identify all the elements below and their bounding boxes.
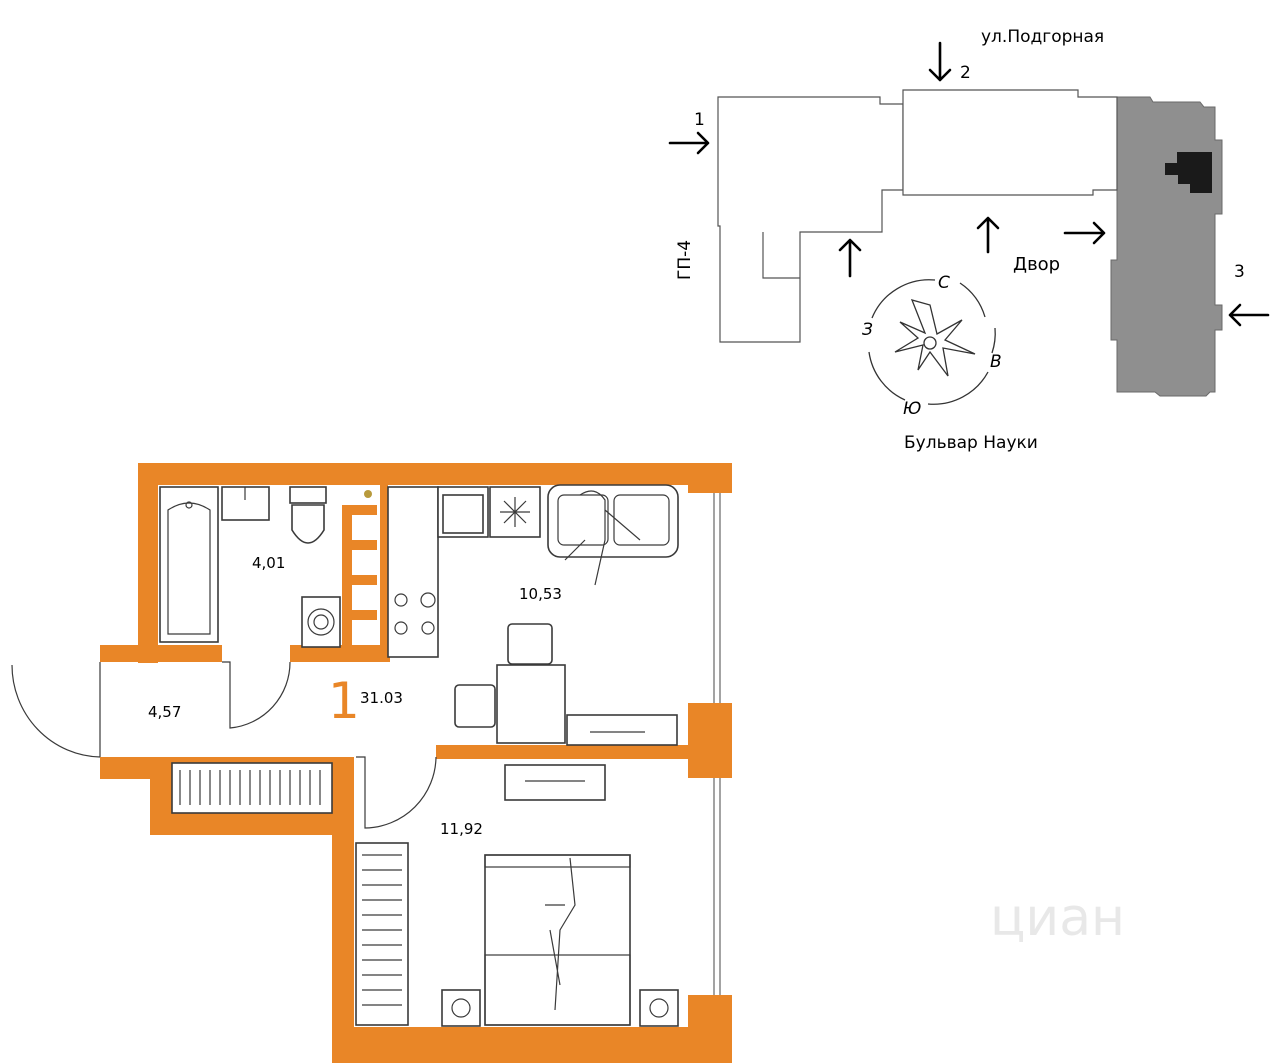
watermark: циан	[990, 888, 1125, 948]
hallway-area: 4,57	[148, 703, 181, 721]
entrance-label-2: 2	[960, 63, 971, 83]
washing-machine	[301, 596, 341, 648]
entrance-arrow-2	[928, 41, 952, 82]
wardrobe-bedroom	[355, 842, 409, 1026]
bedroom-area: 11,92	[440, 820, 483, 838]
yard-entrance-arrow-west	[838, 238, 862, 278]
compass-north: С	[938, 273, 950, 293]
windows	[713, 493, 721, 995]
total-area-label: 31.03	[360, 689, 403, 707]
apartment-plan: 4,01 4,57 10,53 11,92 1 31.03	[11, 463, 732, 1063]
gp4-building-inner	[762, 232, 800, 279]
sofa	[547, 484, 679, 586]
compass-east: В	[990, 352, 1002, 372]
bathtub	[159, 486, 219, 643]
street-bottom-label: Бульвар Науки	[904, 433, 1038, 453]
gp4-building-east	[902, 89, 1118, 196]
site-plan: 1 2 3 ул.Подгорная Двор ГП-4 Бульвар Нау…	[668, 27, 1270, 453]
compass-west: З	[862, 320, 873, 340]
gp4-building-west	[717, 96, 904, 343]
bathroom-area: 4,01	[252, 554, 285, 572]
building-label: ГП-4	[675, 240, 695, 280]
bed	[484, 854, 631, 1026]
street-top-label: ул.Подгорная	[981, 27, 1104, 47]
dining-table	[454, 623, 566, 744]
compass-rose: С З В Ю	[862, 273, 1002, 419]
washbasin	[221, 486, 270, 521]
yard-label: Двор	[1013, 254, 1060, 275]
neighbor-building	[1110, 96, 1223, 397]
entrance-arrow-3	[1228, 303, 1270, 327]
compass-south: Ю	[903, 399, 921, 419]
stove	[394, 592, 436, 635]
tv-stand-living	[566, 714, 678, 746]
kitchen-living-area: 10,53	[519, 585, 562, 603]
riser-marker	[364, 490, 372, 498]
entrance-label-3: 3	[1234, 262, 1245, 282]
nightstands	[441, 989, 679, 1027]
tv-stand-bedroom	[504, 764, 606, 801]
entrance-arrow-1	[668, 131, 710, 155]
doors	[11, 661, 437, 829]
kitchen-counter	[387, 486, 541, 658]
rooms-count-label: 1	[328, 672, 360, 730]
radiator-hallway	[171, 762, 333, 814]
entrance-label-1: 1	[694, 110, 705, 130]
yard-entrance-arrow-east	[976, 216, 1000, 254]
highlight-block	[1165, 152, 1212, 193]
yard-arrow	[1063, 221, 1106, 245]
toilet	[289, 486, 327, 544]
